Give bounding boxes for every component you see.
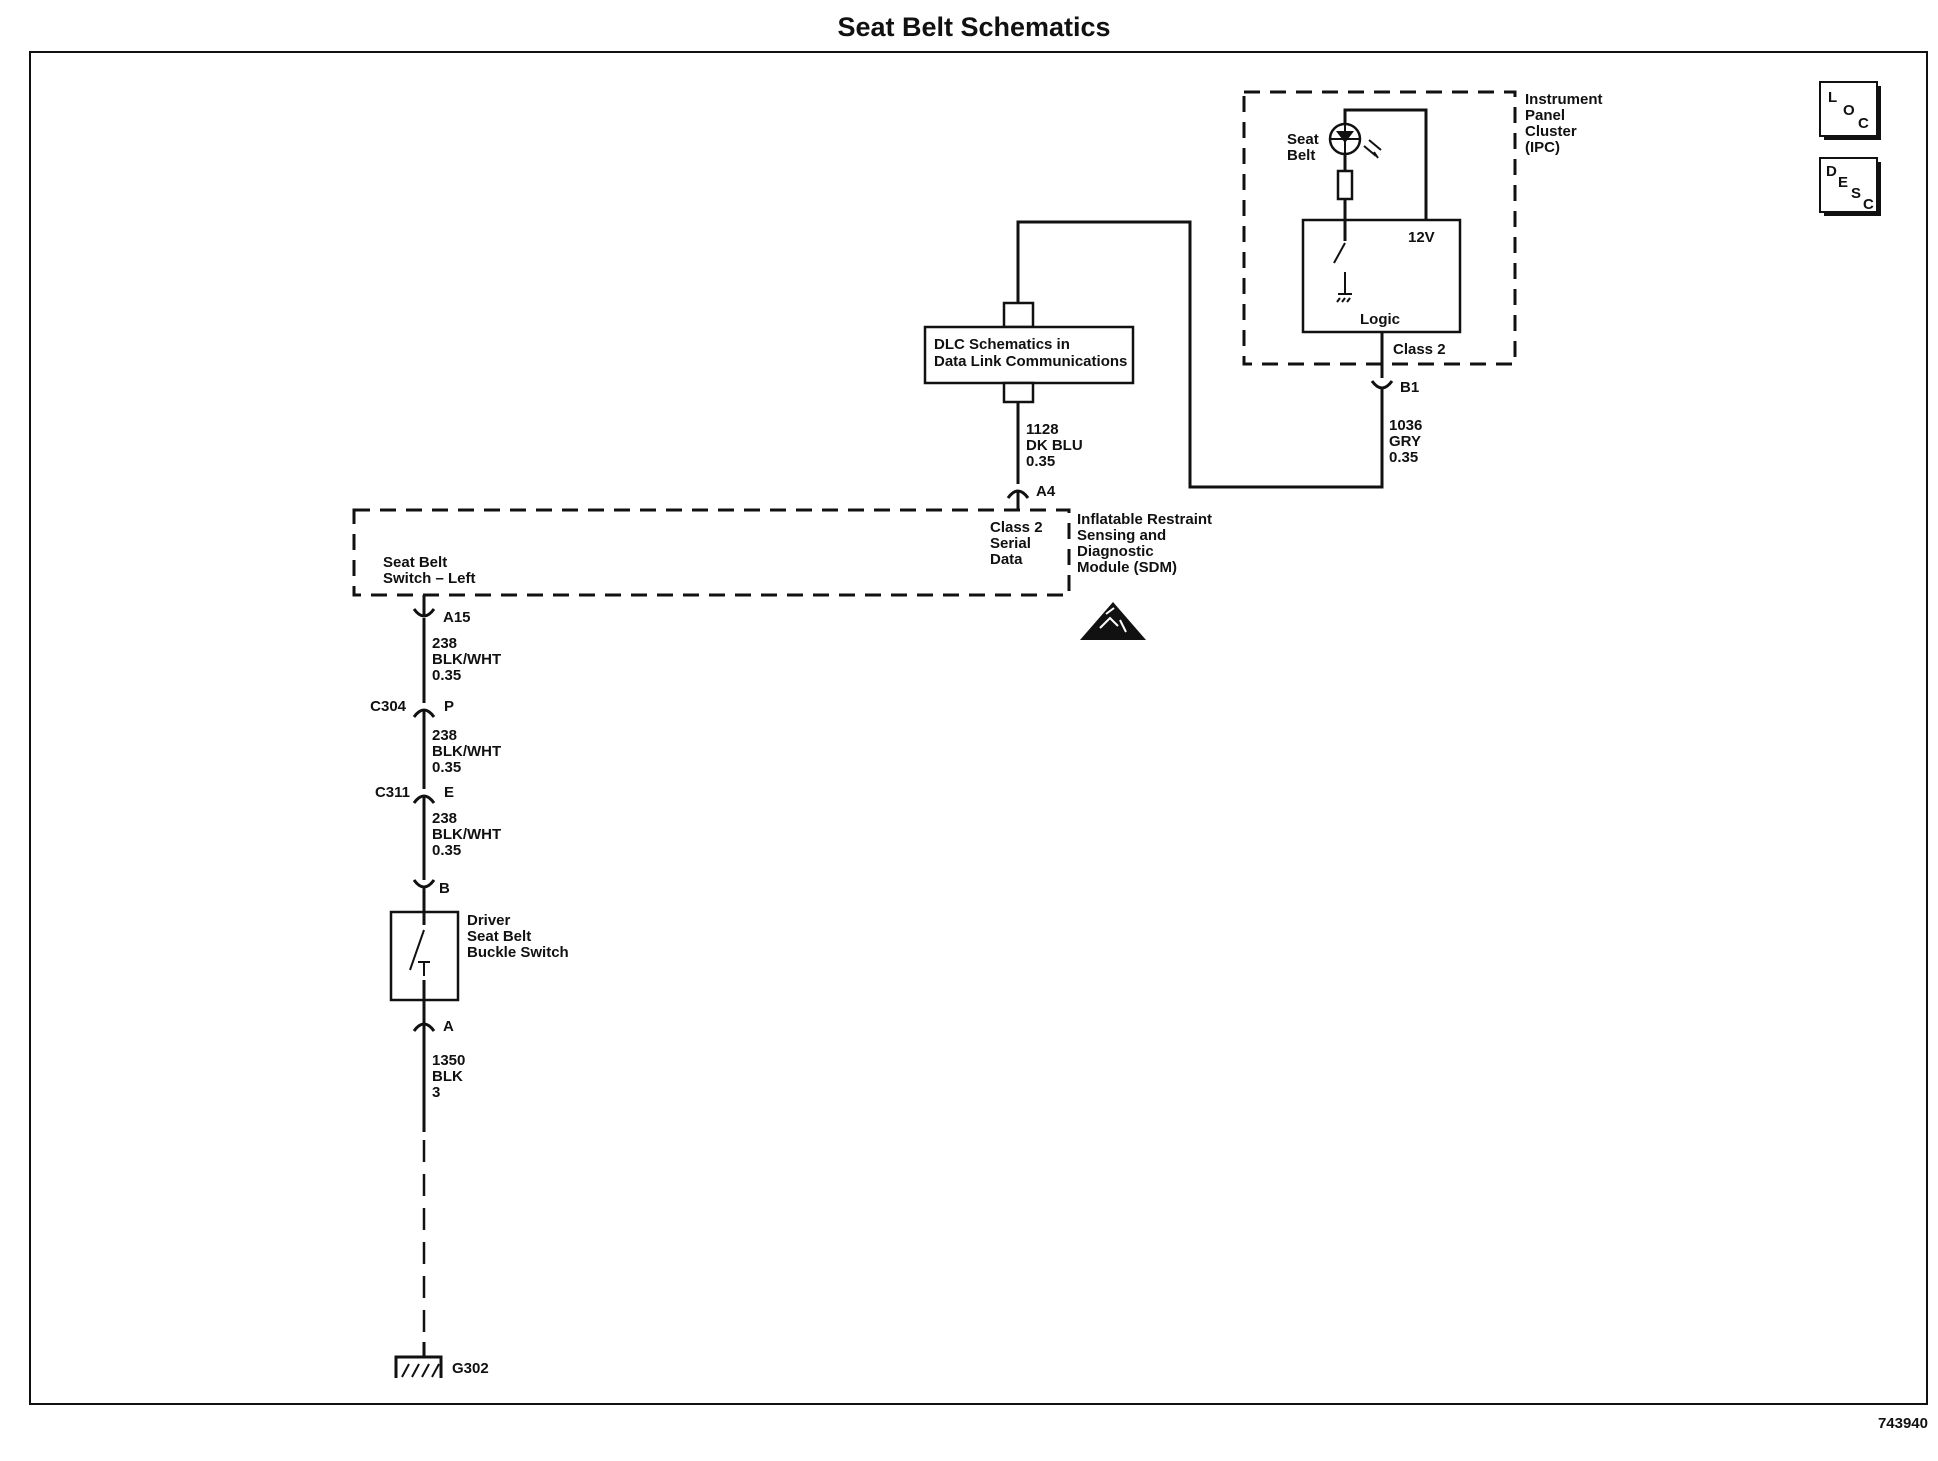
dlc-label-line1: DLC Schematics in — [934, 336, 1070, 353]
ipc-label-line1: Instrument — [1525, 91, 1603, 108]
wire-1036-circuit: 1036 — [1389, 417, 1422, 434]
wire-1350-circuit: 1350 — [432, 1052, 465, 1069]
ipc-logic-box — [1301, 218, 1462, 334]
buckle-switch-contact-icon — [409, 929, 425, 971]
dlc-label-line2: Data Link Communications — [934, 353, 1127, 370]
airbag-warning-icon — [1080, 602, 1146, 640]
sdm-label-line2: Sensing and — [1077, 527, 1166, 544]
b1-connector-icon — [1370, 380, 1394, 390]
c311-label: C311 — [375, 784, 410, 801]
seat-belt-lamp-icon — [1328, 122, 1382, 159]
buckle-switch-pin-b: B — [439, 880, 450, 897]
sdm-label-line4: Module (SDM) — [1077, 559, 1177, 576]
c311-pin-label: E — [444, 784, 454, 801]
seat-belt-switch-left-line1: Seat Belt — [383, 554, 447, 571]
ipc-voltage-label: 12V — [1408, 229, 1435, 246]
sdm-serial-line1: Class 2 — [990, 519, 1043, 536]
ipc-resistor-icon — [1336, 169, 1354, 201]
c304-pin-label: P — [444, 698, 454, 715]
a4-pin-label: A4 — [1036, 483, 1056, 500]
ipc-lamp-feed-wire — [1343, 108, 1428, 220]
wire-238c-circuit: 238 — [432, 810, 457, 827]
wire-238a-color: BLK/WHT — [432, 651, 501, 668]
sdm-serial-line2: Serial — [990, 535, 1031, 552]
loc-letter-l: L — [1828, 89, 1837, 106]
sdm-label-line1: Inflatable Restraint — [1077, 511, 1212, 528]
wire-1128-circuit: 1128 — [1026, 421, 1059, 438]
buckle-switch-label-line2: Seat Belt — [467, 928, 531, 945]
wire-1128-color: DK BLU — [1026, 437, 1083, 454]
seat-belt-lamp-label-line1: Seat — [1287, 131, 1319, 148]
wire-238a-circuit: 238 — [432, 635, 457, 652]
ground-icon — [394, 1355, 443, 1378]
sdm-serial-line3: Data — [990, 551, 1023, 568]
wire-1350-color: BLK — [432, 1068, 463, 1085]
wire-238b-color: BLK/WHT — [432, 743, 501, 760]
seat-belt-lamp-label-line2: Belt — [1287, 147, 1315, 164]
desc-letter-e: E — [1838, 174, 1848, 191]
b-connector-icon — [412, 879, 436, 889]
wire-1350-size: 3 — [432, 1084, 440, 1101]
wire-238a-size: 0.35 — [432, 667, 461, 684]
loc-letter-o: O — [1843, 102, 1855, 119]
wire-1036-color: GRY — [1389, 433, 1421, 450]
buckle-switch-label-line1: Driver — [467, 912, 511, 929]
desc-button[interactable]: D E S C — [1819, 157, 1881, 216]
dlc-reference-box[interactable]: DLC Schematics in Data Link Communicatio… — [923, 301, 1135, 404]
wire-1036 — [1016, 220, 1384, 489]
loc-button[interactable]: L O C — [1819, 81, 1881, 140]
ipc-class2-label: Class 2 — [1393, 341, 1446, 358]
ipc-label-line4: (IPC) — [1525, 139, 1560, 156]
wire-1036-size: 0.35 — [1389, 449, 1418, 466]
driver-seat-belt-buckle-switch — [389, 910, 460, 1002]
desc-letter-s: S — [1851, 185, 1861, 202]
wire-238c-size: 0.35 — [432, 842, 461, 859]
ipc-boundary — [1242, 90, 1517, 366]
a15-pin-label: A15 — [443, 609, 471, 626]
c304-label: C304 — [370, 698, 407, 715]
ipc-label-line3: Cluster — [1525, 123, 1577, 140]
buckle-switch-label-line3: Buckle Switch — [467, 944, 569, 961]
diagram-frame — [29, 51, 1928, 1405]
page-title: Seat Belt Schematics — [837, 12, 1110, 42]
b1-pin-label: B1 — [1400, 379, 1419, 396]
wire-238b-circuit: 238 — [432, 727, 457, 744]
desc-letter-c: C — [1863, 196, 1874, 213]
a15-connector-icon — [412, 608, 436, 618]
ground-label: G302 — [452, 1360, 489, 1377]
sdm-boundary — [352, 508, 1071, 597]
wire-1128-size: 0.35 — [1026, 453, 1055, 470]
wire-238b-size: 0.35 — [432, 759, 461, 776]
ipc-logic-label: Logic — [1360, 311, 1400, 328]
ipc-driver-switch-icon — [1333, 220, 1352, 303]
buckle-switch-pin-a: A — [443, 1018, 454, 1035]
loc-letter-c: C — [1858, 115, 1869, 132]
sdm-label-line3: Diagnostic — [1077, 543, 1154, 560]
ipc-module: Instrument Panel Cluster (IPC) Seat Belt… — [1242, 90, 1603, 366]
figure-number: 743940 — [1878, 1415, 1928, 1432]
seat-belt-switch-left-line2: Switch – Left — [383, 570, 476, 587]
sdm-module: Class 2 Serial Data Inflatable Restraint… — [352, 508, 1212, 597]
ipc-label-line2: Panel — [1525, 107, 1565, 124]
wire-238c-color: BLK/WHT — [432, 826, 501, 843]
desc-letter-d: D — [1826, 163, 1837, 180]
